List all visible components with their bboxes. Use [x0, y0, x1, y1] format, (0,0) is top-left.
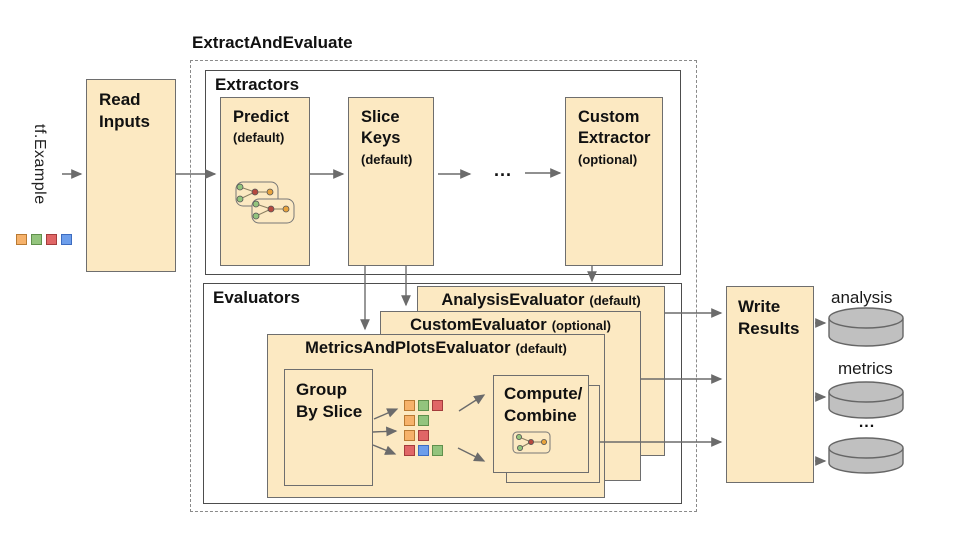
- metrics-output-label: metrics: [838, 359, 893, 378]
- analysis-evaluator-sublabel: (default): [589, 293, 641, 308]
- custom-evaluator-label: CustomEvaluator: [410, 316, 547, 334]
- custom-extractor-box: Custom Extractor (optional): [565, 97, 663, 266]
- extractors-label: Extractors: [215, 75, 300, 94]
- tf-example-label: tf.Example: [31, 124, 48, 205]
- input-legend-squares: [16, 234, 72, 245]
- example-square-green: [418, 415, 429, 426]
- extractors-ellipsis: ...: [493, 160, 512, 180]
- database-cylinder-other: [828, 437, 904, 474]
- write-results-box: Write Results: [726, 286, 814, 483]
- outputs-ellipsis: ...: [858, 414, 876, 431]
- example-square-red: [404, 445, 415, 456]
- example-square-orange: [404, 415, 415, 426]
- slice-keys-sublabel: (default): [361, 151, 413, 167]
- database-cylinder-analysis: [828, 307, 904, 347]
- slice-group-row: [404, 430, 443, 441]
- example-square-orange: [16, 234, 27, 245]
- custom-extractor-sublabel: (optional): [578, 151, 638, 167]
- evaluators-label: Evaluators: [213, 288, 300, 307]
- model-graph-icon: [235, 181, 295, 224]
- custom-extractor-label: Custom Extractor: [578, 108, 651, 148]
- example-square-blue: [418, 445, 429, 456]
- metrics-evaluator-sublabel: (default): [515, 341, 567, 356]
- sliced-examples-grid: [404, 400, 443, 456]
- slice-group-row: [404, 415, 443, 426]
- metrics-evaluator-label: MetricsAndPlotsEvaluator: [305, 339, 511, 357]
- analysis-output-label: analysis: [831, 288, 893, 307]
- analysis-evaluator-label: AnalysisEvaluator: [441, 291, 585, 309]
- read-inputs-label: Read Inputs: [99, 90, 150, 132]
- example-square-red: [46, 234, 57, 245]
- predict-label: Predict: [233, 108, 289, 126]
- custom-evaluator-sublabel: (optional): [551, 318, 611, 333]
- group-by-slice-box: Group By Slice: [284, 369, 373, 486]
- combine-graph-icon: [512, 431, 551, 454]
- slice-group-row: [404, 445, 443, 456]
- example-square-green: [432, 445, 443, 456]
- example-square-orange: [404, 400, 415, 411]
- predict-sublabel: (default): [233, 130, 285, 146]
- diagram-title: ExtractAndEvaluate: [192, 33, 353, 52]
- slice-group-row: [404, 400, 443, 411]
- compute-combine-box: Compute/ Combine: [493, 375, 589, 473]
- example-square-red: [418, 430, 429, 441]
- slice-keys-extractor-box: Slice Keys (default): [348, 97, 434, 266]
- write-results-label: Write Results: [738, 297, 800, 339]
- database-cylinder-metrics: [828, 381, 904, 419]
- slice-keys-label: Slice Keys: [361, 108, 401, 148]
- group-by-slice-label: Group By Slice: [296, 380, 363, 422]
- example-square-green: [418, 400, 429, 411]
- example-square-red: [432, 400, 443, 411]
- example-square-orange: [404, 430, 415, 441]
- example-square-blue: [61, 234, 72, 245]
- read-inputs-box: Read Inputs: [86, 79, 176, 272]
- example-square-green: [31, 234, 42, 245]
- compute-combine-label: Compute/ Combine: [504, 384, 583, 426]
- extract-and-evaluate-container: [190, 60, 697, 512]
- evaluators-container: Evaluators: [203, 283, 682, 504]
